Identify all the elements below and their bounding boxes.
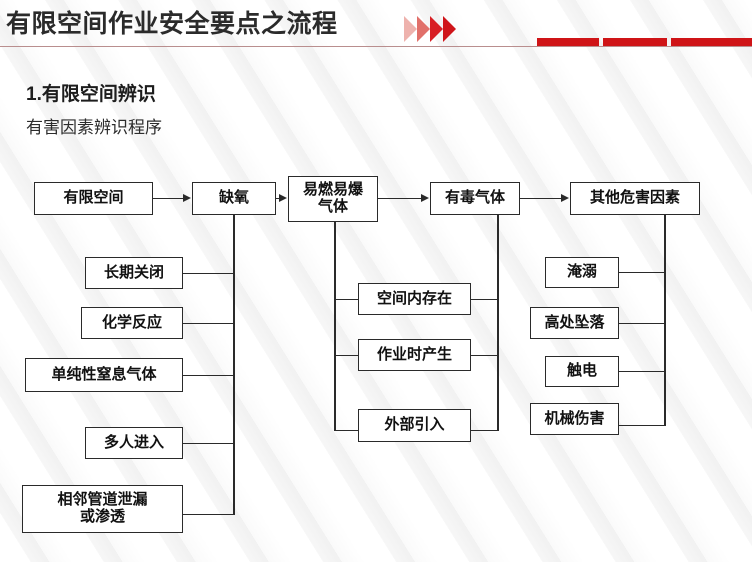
flow-node-label: 淹溺 <box>566 263 597 281</box>
flow-trunk-other <box>664 215 666 426</box>
flow-node-label: 易燃易爆 <box>302 181 363 199</box>
flow-branch-line <box>470 430 499 432</box>
flow-node-electric-shock[interactable]: 触电 <box>545 356 619 387</box>
flow-node-label: 或渗透 <box>79 508 125 525</box>
double-chevron-right-icon <box>404 16 466 46</box>
flow-arrow-head <box>421 194 429 202</box>
flow-arrow-line <box>153 198 185 200</box>
flow-arrow-line <box>276 198 281 200</box>
flow-node-flammable-gas[interactable]: 易燃易爆 气体 <box>288 176 378 222</box>
flow-arrow-head <box>183 194 191 202</box>
flow-arrow-line <box>378 198 423 200</box>
flow-node-generated-during-work[interactable]: 作业时产生 <box>358 339 471 371</box>
flow-node-label: 单纯性窒息气体 <box>51 365 157 383</box>
section-heading: 1.有限空间辨识 <box>26 84 156 105</box>
flow-node-external-introduction[interactable]: 外部引入 <box>358 409 471 442</box>
flow-branch-line <box>183 514 234 516</box>
chevron-right-icon <box>417 16 430 42</box>
flow-node-multiple-entrants[interactable]: 多人进入 <box>85 427 183 459</box>
flow-node-label: 其他危害因素 <box>589 189 680 207</box>
chevron-right-icon <box>443 16 456 42</box>
flow-node-toxic-gas[interactable]: 有毒气体 <box>430 182 520 215</box>
flow-node-label: 作业时产生 <box>376 345 452 363</box>
flow-trunk-toxic <box>497 215 499 431</box>
flow-branch-line <box>183 443 234 445</box>
header-divider <box>0 46 752 47</box>
flow-branch-line <box>183 323 234 325</box>
flow-node-oxygen-deficiency[interactable]: 缺氧 <box>192 182 276 215</box>
chevron-right-icon <box>404 16 417 42</box>
flow-node-label: 多人进入 <box>103 433 164 451</box>
flow-node-other-hazards[interactable]: 其他危害因素 <box>570 182 700 215</box>
header-accent-block <box>671 38 752 47</box>
flow-node-label: 空间内存在 <box>376 289 452 307</box>
flow-node-label: 有限空间 <box>63 189 124 207</box>
flow-node-label: 有毒气体 <box>444 189 505 207</box>
flow-node-adjacent-pipe-leak[interactable]: 相邻管道泄漏 或渗透 <box>22 485 183 533</box>
flow-branch-line <box>334 430 360 432</box>
flow-branch-line <box>470 355 499 357</box>
flow-trunk-oxygen <box>233 215 235 515</box>
flow-node-label: 机械伤害 <box>544 409 605 427</box>
flow-branch-line <box>619 425 665 427</box>
flow-node-fall-from-height[interactable]: 高处坠落 <box>530 307 619 339</box>
header-accent-block <box>603 38 667 47</box>
flow-node-label: 气体 <box>317 198 348 215</box>
flow-branch-line <box>619 272 665 274</box>
flow-branch-line <box>619 323 665 325</box>
flow-node-mechanical-injury[interactable]: 机械伤害 <box>530 403 619 435</box>
flow-node-label: 长期关闭 <box>103 263 164 281</box>
page-title: 有限空间作业安全要点之流程 <box>6 10 338 38</box>
flow-node-label: 化学反应 <box>101 313 162 331</box>
flow-branch-line <box>334 299 360 301</box>
flow-node-simple-asphyxiant-gas[interactable]: 单纯性窒息气体 <box>25 358 183 392</box>
flow-node-label: 高处坠落 <box>544 313 605 331</box>
flow-node-present-in-space[interactable]: 空间内存在 <box>358 283 471 315</box>
header-accent-block <box>537 38 599 47</box>
section-subheading: 有害因素辨识程序 <box>26 118 162 137</box>
flow-node-long-term-closure[interactable]: 长期关闭 <box>85 257 183 289</box>
flow-node-chemical-reaction[interactable]: 化学反应 <box>81 307 183 339</box>
flow-branch-line <box>334 355 360 357</box>
flow-node-label: 触电 <box>566 362 597 380</box>
flow-node-label: 缺氧 <box>218 189 249 207</box>
flow-trunk-flammable <box>334 222 336 431</box>
flow-branch-line <box>470 299 499 301</box>
slide-header: 有限空间作业安全要点之流程 <box>0 0 752 50</box>
flow-arrow-head <box>561 194 569 202</box>
flow-branch-line <box>183 375 234 377</box>
flow-branch-line <box>183 273 234 275</box>
chevron-right-icon <box>430 16 443 42</box>
flow-node-label: 外部引入 <box>384 416 445 434</box>
flow-node-confined-space[interactable]: 有限空间 <box>34 182 153 215</box>
flow-arrow-head <box>279 194 287 202</box>
flow-node-label: 相邻管道泄漏 <box>57 491 148 509</box>
flow-branch-line <box>619 371 665 373</box>
flow-arrow-line <box>520 198 563 200</box>
flow-node-drowning[interactable]: 淹溺 <box>545 257 619 288</box>
